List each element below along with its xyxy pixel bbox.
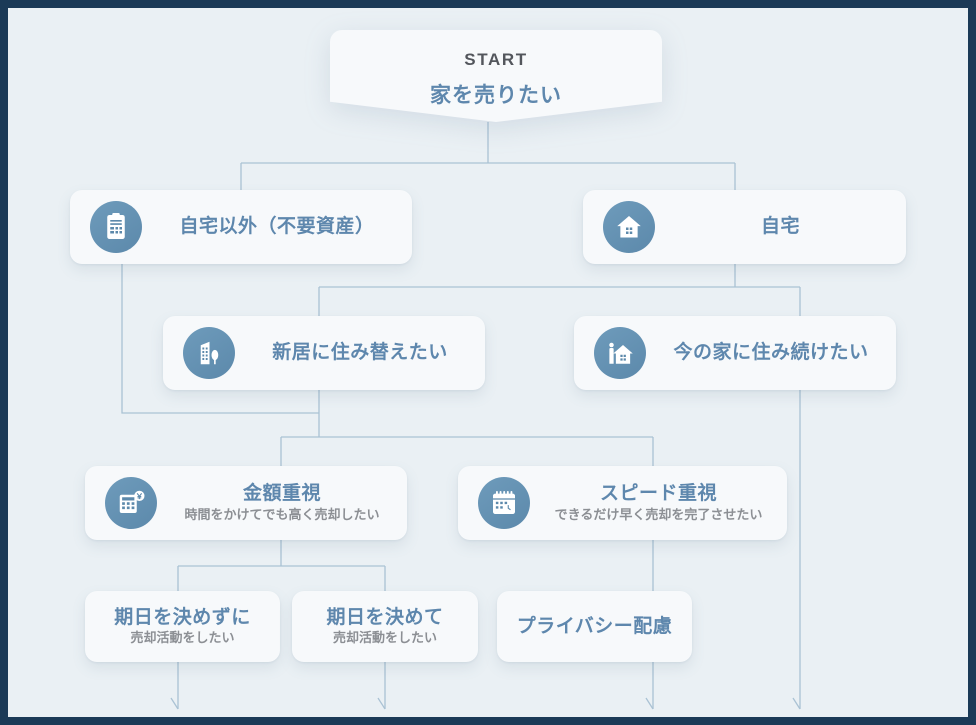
node-title: 期日を決めて xyxy=(326,606,444,628)
node-subtitle: 売却活動をしたい xyxy=(332,630,437,646)
node-title: 金額重視 xyxy=(242,483,321,505)
start-title: 家を売りたい xyxy=(430,84,562,107)
wire-non-residence-down xyxy=(121,264,319,414)
node-residence[interactable]: 自宅 xyxy=(583,190,906,264)
node-subtitle: できるだけ早く売却を完了させたい xyxy=(554,506,763,522)
arrowhead-stay-home xyxy=(792,697,801,710)
arrowhead-with-deadline xyxy=(377,697,386,710)
node-title: プライバシー配慮 xyxy=(516,615,673,637)
node-non-residence[interactable]: 自宅以外（不要資産） xyxy=(70,190,412,264)
house-icon xyxy=(603,201,655,253)
node-subtitle: 時間をかけてでも高く売却したい xyxy=(184,506,380,522)
start-kicker: START xyxy=(464,50,528,69)
node-title: 自宅 xyxy=(760,216,800,238)
node-title: 期日を決めずに xyxy=(114,606,251,628)
node-move-to-new-home[interactable]: 新居に住み替えたい xyxy=(163,316,485,390)
node-with-deadline[interactable]: 期日を決めて 売却活動をしたい xyxy=(292,591,478,662)
node-price-priority[interactable]: 金額重視 時間をかけてでも高く売却したい xyxy=(85,466,407,540)
clipboard-building-icon xyxy=(90,201,142,253)
node-no-deadline[interactable]: 期日を決めずに 売却活動をしたい xyxy=(85,591,280,662)
building-tree-icon xyxy=(183,327,235,379)
node-speed-priority[interactable]: スピード重視 できるだけ早く売却を完了させたい xyxy=(458,466,787,540)
node-title: 今の家に住み続けたい xyxy=(673,342,869,364)
flowchart-canvas: START 家を売りたい 自宅以外（不要資産） xyxy=(8,8,968,717)
start-node[interactable]: START 家を売りたい xyxy=(330,30,662,122)
person-house-icon xyxy=(594,327,646,379)
node-title: 新居に住み替えたい xyxy=(272,342,448,364)
connector-lines xyxy=(121,122,801,710)
node-privacy[interactable]: プライバシー配慮 xyxy=(497,591,692,662)
calculator-yen-icon xyxy=(105,477,157,529)
node-title: スピード重視 xyxy=(599,483,717,505)
node-subtitle: 売却活動をしたい xyxy=(130,630,235,646)
arrowhead-privacy xyxy=(645,697,654,710)
node-stay-in-current-home[interactable]: 今の家に住み続けたい xyxy=(574,316,896,390)
arrowhead-no-deadline xyxy=(170,697,179,710)
node-title: 自宅以外（不要資産） xyxy=(179,216,375,238)
calendar-icon xyxy=(478,477,530,529)
